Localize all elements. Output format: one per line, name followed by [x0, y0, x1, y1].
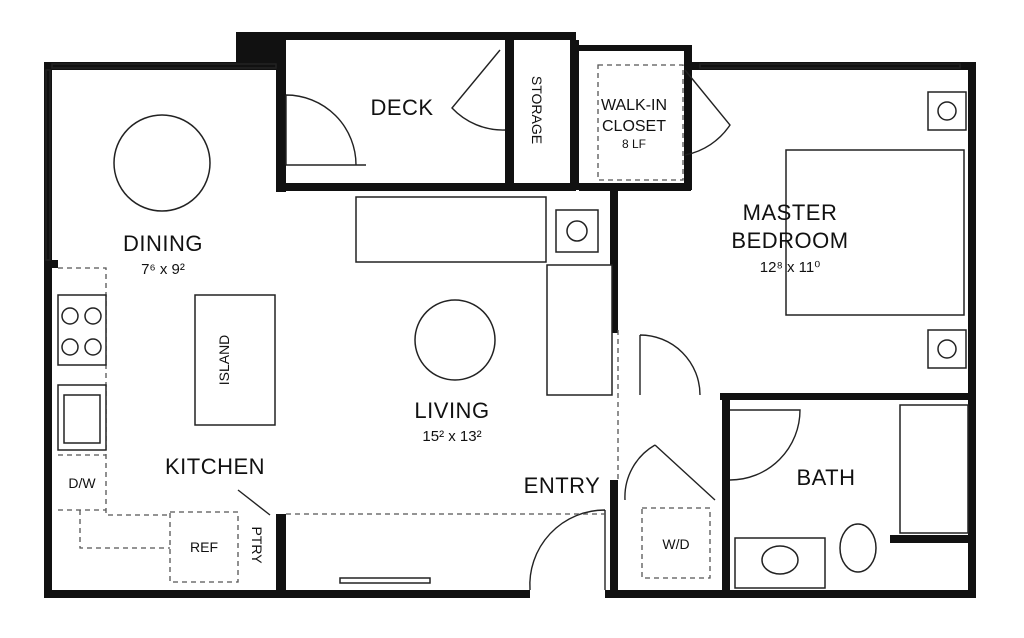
- end-table: [555, 209, 599, 253]
- dining-table: [113, 114, 211, 212]
- label-deck: DECK: [370, 95, 433, 120]
- label-master-dims: 12⁸ x 11⁰: [760, 259, 820, 276]
- doors: [237, 49, 801, 591]
- label-wd: W/D: [662, 536, 689, 552]
- furniture: [57, 91, 969, 589]
- loveseat: [546, 264, 613, 396]
- walls: [44, 32, 976, 598]
- windows: [45, 63, 961, 584]
- label-master-2: BEDROOM: [731, 228, 848, 253]
- label-storage: STORAGE: [529, 76, 545, 144]
- island: [194, 294, 276, 426]
- label-walkin-note: 8 LF: [622, 137, 646, 151]
- label-ref: REF: [190, 539, 218, 555]
- label-living: LIVING: [414, 398, 489, 423]
- bed: [785, 149, 965, 316]
- label-dw: D/W: [68, 475, 96, 491]
- cooktop: [57, 294, 107, 366]
- label-island: ISLAND: [216, 335, 232, 386]
- label-master-1: MASTER: [743, 200, 838, 225]
- sofa: [355, 196, 547, 263]
- label-dining-dims: 7⁶ x 9²: [141, 261, 185, 278]
- label-walkin-1: WALK-IN: [601, 97, 667, 114]
- label-kitchen: KITCHEN: [165, 454, 265, 479]
- shower: [899, 404, 969, 534]
- label-walkin-2: CLOSET: [602, 118, 666, 135]
- label-bath: BATH: [796, 465, 855, 490]
- coffee-table: [414, 299, 496, 381]
- room-labels: DECK STORAGE WALK-IN CLOSET 8 LF MASTER …: [68, 76, 855, 564]
- label-entry: ENTRY: [524, 473, 601, 498]
- nightstand: [927, 329, 967, 369]
- nightstand: [927, 91, 967, 131]
- toilet: [839, 523, 877, 573]
- label-living-dims: 15² x 13²: [422, 428, 481, 445]
- label-dining: DINING: [123, 231, 203, 256]
- label-ptry: PTRY: [249, 526, 265, 564]
